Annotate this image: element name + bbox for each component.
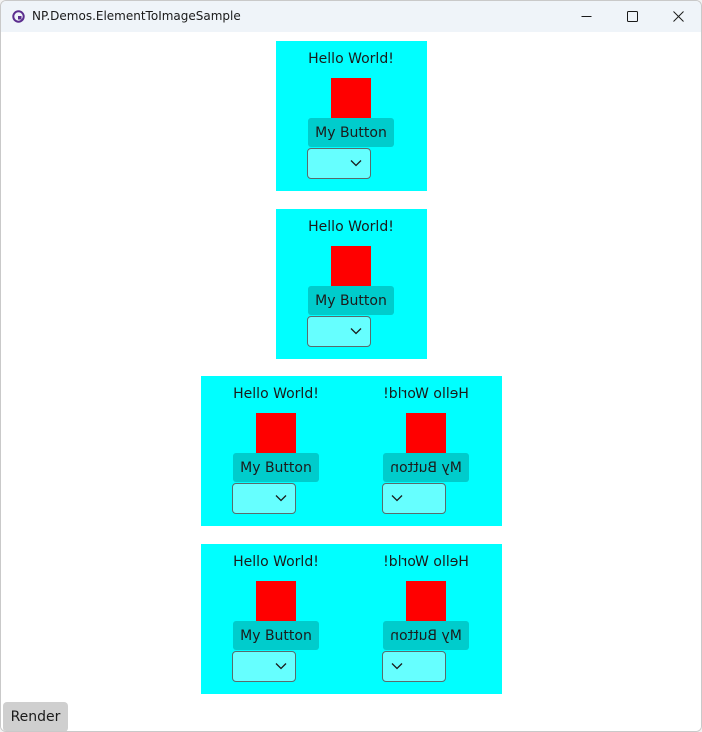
hello-text: Hello World! — [308, 51, 394, 67]
my-button[interactable]: My Button — [383, 621, 469, 650]
hello-text: Hello World! — [383, 554, 469, 570]
sample-image-mirrored: Hello World! My Button — [351, 376, 501, 526]
combo-box[interactable] — [382, 651, 446, 682]
sample-image-left: Hello World! My Button — [201, 544, 351, 694]
title-bar[interactable]: NP.Demos.ElementToImageSample — [1, 1, 701, 32]
chevron-down-icon — [391, 495, 403, 502]
my-button[interactable]: My Button — [233, 453, 319, 482]
red-square — [331, 246, 371, 286]
combo-box[interactable] — [232, 483, 296, 514]
my-button[interactable]: My Button — [233, 621, 319, 650]
close-icon — [672, 11, 684, 22]
chevron-down-icon — [350, 328, 362, 335]
sample-panel-mirrored-2: Hello World! My Button Hello World! My B… — [201, 544, 502, 694]
hello-text: Hello World! — [308, 219, 394, 235]
my-button[interactable]: My Button — [308, 118, 394, 147]
sample-panel-original: Hello World! My Button — [276, 41, 427, 191]
hello-text: Hello World! — [233, 554, 319, 570]
my-button[interactable]: My Button — [308, 286, 394, 315]
red-square — [331, 78, 371, 118]
minimize-button[interactable] — [563, 1, 609, 32]
my-button[interactable]: My Button — [383, 453, 469, 482]
combo-box[interactable] — [232, 651, 296, 682]
chevron-down-icon — [275, 495, 287, 502]
hello-text: Hello World! — [383, 386, 469, 402]
red-square — [406, 413, 446, 453]
combo-box[interactable] — [307, 316, 371, 347]
maximize-icon — [626, 11, 638, 22]
combo-box[interactable] — [382, 483, 446, 514]
red-square — [256, 581, 296, 621]
chevron-down-icon — [391, 663, 403, 670]
red-square — [406, 581, 446, 621]
sample-image-mirrored: Hello World! My Button — [351, 544, 501, 694]
red-square — [256, 413, 296, 453]
minimize-icon — [581, 16, 591, 17]
window-title: NP.Demos.ElementToImageSample — [32, 9, 241, 23]
app-icon — [12, 10, 25, 23]
render-button[interactable]: Render — [3, 702, 68, 731]
sample-image-left: Hello World! My Button — [201, 376, 351, 526]
sample-panel-mirrored-1: Hello World! My Button Hello World! My B… — [201, 376, 502, 526]
combo-box[interactable] — [307, 148, 371, 179]
chevron-down-icon — [350, 160, 362, 167]
chevron-down-icon — [275, 663, 287, 670]
window-content: Hello World! My Button Hello World! My B… — [1, 32, 701, 731]
close-button[interactable] — [655, 1, 701, 32]
hello-text: Hello World! — [233, 386, 319, 402]
sample-panel-rendered: Hello World! My Button — [276, 209, 427, 359]
maximize-button[interactable] — [609, 1, 655, 32]
sample-image: Hello World! My Button — [276, 209, 426, 359]
sample-element: Hello World! My Button — [276, 41, 426, 191]
